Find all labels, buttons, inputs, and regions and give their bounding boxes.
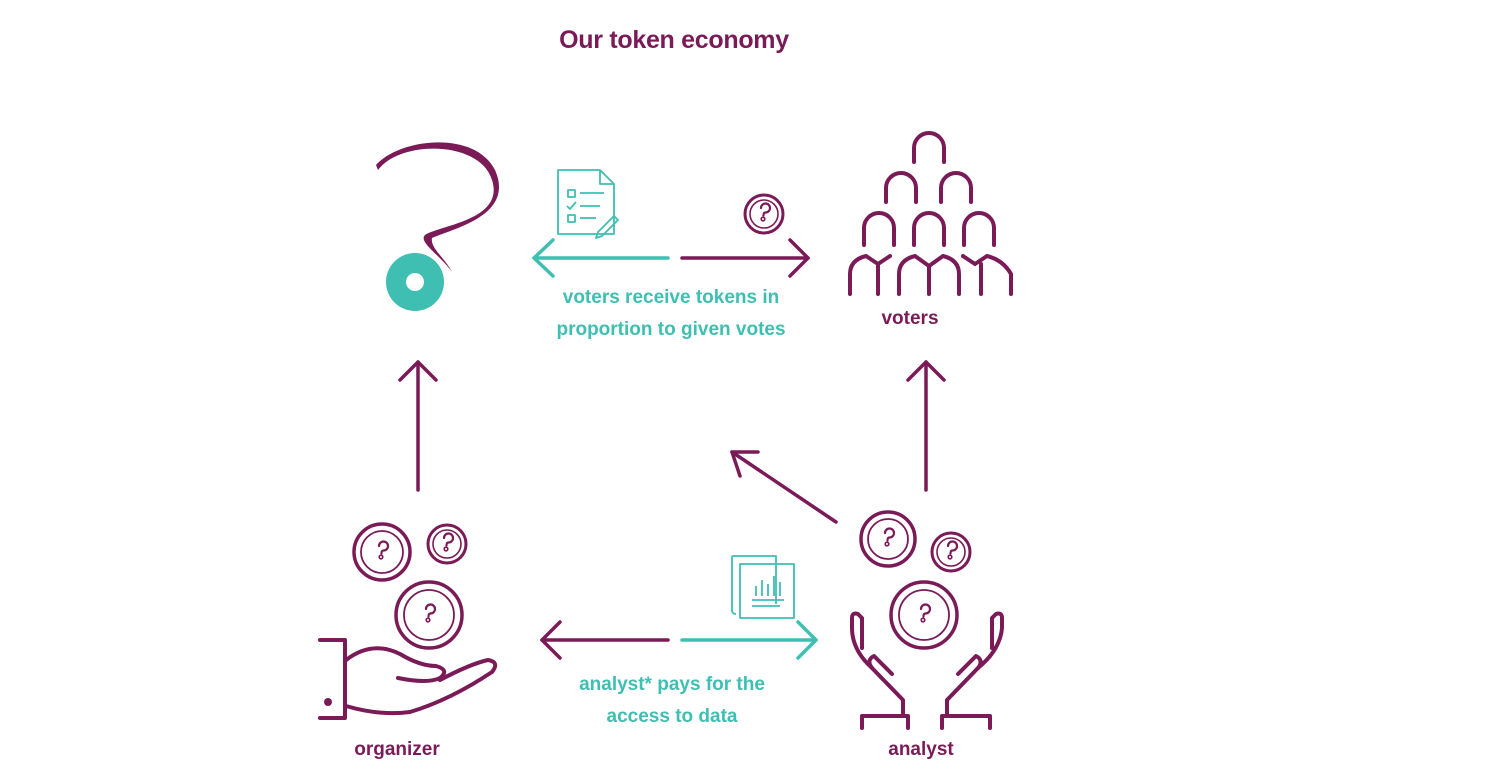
arrow-organizer-to-app xyxy=(398,360,438,492)
data-report-icon xyxy=(731,555,795,619)
analyst-coin-large-icon xyxy=(889,580,959,650)
survey-document-icon xyxy=(557,169,619,239)
arrow-analyst-to-app xyxy=(730,450,838,524)
arrow-to-voters xyxy=(680,238,810,278)
top-edge-caption: voters receive tokens in proportion to g… xyxy=(556,287,786,340)
arrow-to-analyst xyxy=(680,620,818,660)
giving-hand-icon xyxy=(318,638,498,720)
analyst-coin-small-icon xyxy=(930,531,972,573)
analyst-coin-icon xyxy=(859,510,917,568)
organizer-coin-small-icon xyxy=(426,523,468,565)
arrow-to-organizer xyxy=(540,620,670,660)
token-coin-icon xyxy=(743,193,785,235)
organizer-coin-icon xyxy=(352,522,412,582)
arrow-to-app xyxy=(532,238,670,278)
app-logo-icon xyxy=(376,142,500,311)
analyst-label: analyst xyxy=(888,739,954,760)
diagram-title: Our token economy xyxy=(559,26,789,54)
bottom-edge-caption: analyst* pays for the access to data xyxy=(579,674,765,727)
voters-label: voters xyxy=(881,308,939,329)
organizer-coin-large-icon xyxy=(394,580,464,650)
arrow-analyst-to-voters xyxy=(906,360,946,492)
receiving-hands-icon xyxy=(850,611,1004,730)
organizer-label: organizer xyxy=(354,739,440,760)
voters-crowd-icon xyxy=(848,131,1013,296)
